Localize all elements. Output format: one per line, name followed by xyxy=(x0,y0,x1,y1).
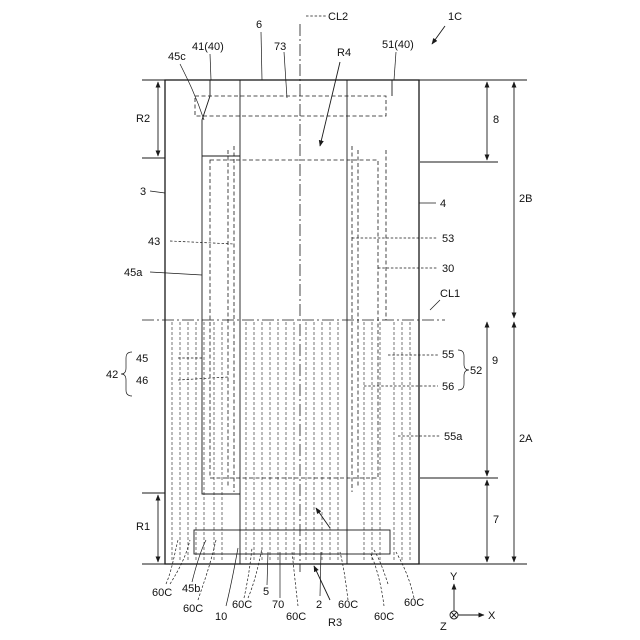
leader-1C xyxy=(432,26,445,44)
brace-52 xyxy=(458,350,469,390)
label-60C-2: 60C xyxy=(183,603,203,615)
arrow-R3-up xyxy=(316,508,330,528)
label-60C-3: 60C xyxy=(232,599,252,611)
stripes-60C xyxy=(172,322,410,562)
leader-cl1 xyxy=(430,300,440,310)
label-73: 73 xyxy=(274,41,286,53)
label-53: 53 xyxy=(442,233,454,245)
label-55a: 55a xyxy=(444,431,463,443)
label-56: 56 xyxy=(442,381,454,393)
brace-42 xyxy=(121,352,132,396)
bottom-leaders xyxy=(166,540,414,606)
label-60C-1: 60C xyxy=(152,587,172,599)
leader-6 xyxy=(261,32,262,80)
bottom-band xyxy=(194,530,390,554)
leader-73 xyxy=(284,52,287,98)
label-45c: 45c xyxy=(168,51,186,63)
label-8: 8 xyxy=(493,114,499,126)
label-45a: 45a xyxy=(124,267,143,279)
left-side-sheet-41 xyxy=(202,80,240,494)
label-60C-6: 60C xyxy=(374,611,394,623)
label-43: 43 xyxy=(148,236,160,248)
leader-45a xyxy=(150,272,202,275)
label-R2: R2 xyxy=(136,113,150,125)
label-60C-5: 60C xyxy=(338,599,358,611)
label-70: 70 xyxy=(272,599,284,611)
label-52: 52 xyxy=(470,365,482,377)
label-45: 45 xyxy=(136,353,148,365)
absorber-30 xyxy=(210,160,378,478)
leader-41 xyxy=(210,54,211,80)
leader-3 xyxy=(150,191,165,193)
label-60C-7: 60C xyxy=(404,597,424,609)
label-axis-x: X xyxy=(488,610,496,622)
label-30: 30 xyxy=(442,263,454,275)
label-60C-4: 60C xyxy=(286,611,306,623)
label-axis-z: Z xyxy=(440,621,447,633)
leader-51 xyxy=(394,52,396,80)
article-outline xyxy=(165,80,419,564)
label-3: 3 xyxy=(140,186,146,198)
label-9: 9 xyxy=(492,355,498,367)
leader-R4 xyxy=(320,62,340,146)
label-2B: 2B xyxy=(519,193,532,205)
label-axis-y: Y xyxy=(450,571,458,583)
label-4: 4 xyxy=(440,198,446,210)
label-2: 2 xyxy=(316,599,322,611)
label-45b: 45b xyxy=(182,583,200,595)
label-cl1: CL1 xyxy=(440,288,460,300)
label-6: 6 xyxy=(256,19,262,31)
label-R1: R1 xyxy=(136,521,150,533)
label-5: 5 xyxy=(263,586,269,598)
label-R3: R3 xyxy=(328,617,342,629)
label-55: 55 xyxy=(442,349,454,361)
label-42: 42 xyxy=(106,369,118,381)
label-46: 46 xyxy=(136,375,148,387)
label-cl2: CL2 xyxy=(328,11,348,23)
label-R4: R4 xyxy=(337,47,351,59)
leader-45c xyxy=(180,64,204,120)
label-fig-id: 1C xyxy=(448,11,462,23)
leader-46 xyxy=(178,377,228,380)
label-41: 41(40) xyxy=(192,41,224,53)
label-51: 51(40) xyxy=(382,39,414,51)
elastic-band-73 xyxy=(195,96,386,116)
label-10: 10 xyxy=(215,611,227,623)
label-7: 7 xyxy=(493,514,499,526)
leader-R3 xyxy=(314,566,330,600)
label-2A: 2A xyxy=(519,433,533,445)
